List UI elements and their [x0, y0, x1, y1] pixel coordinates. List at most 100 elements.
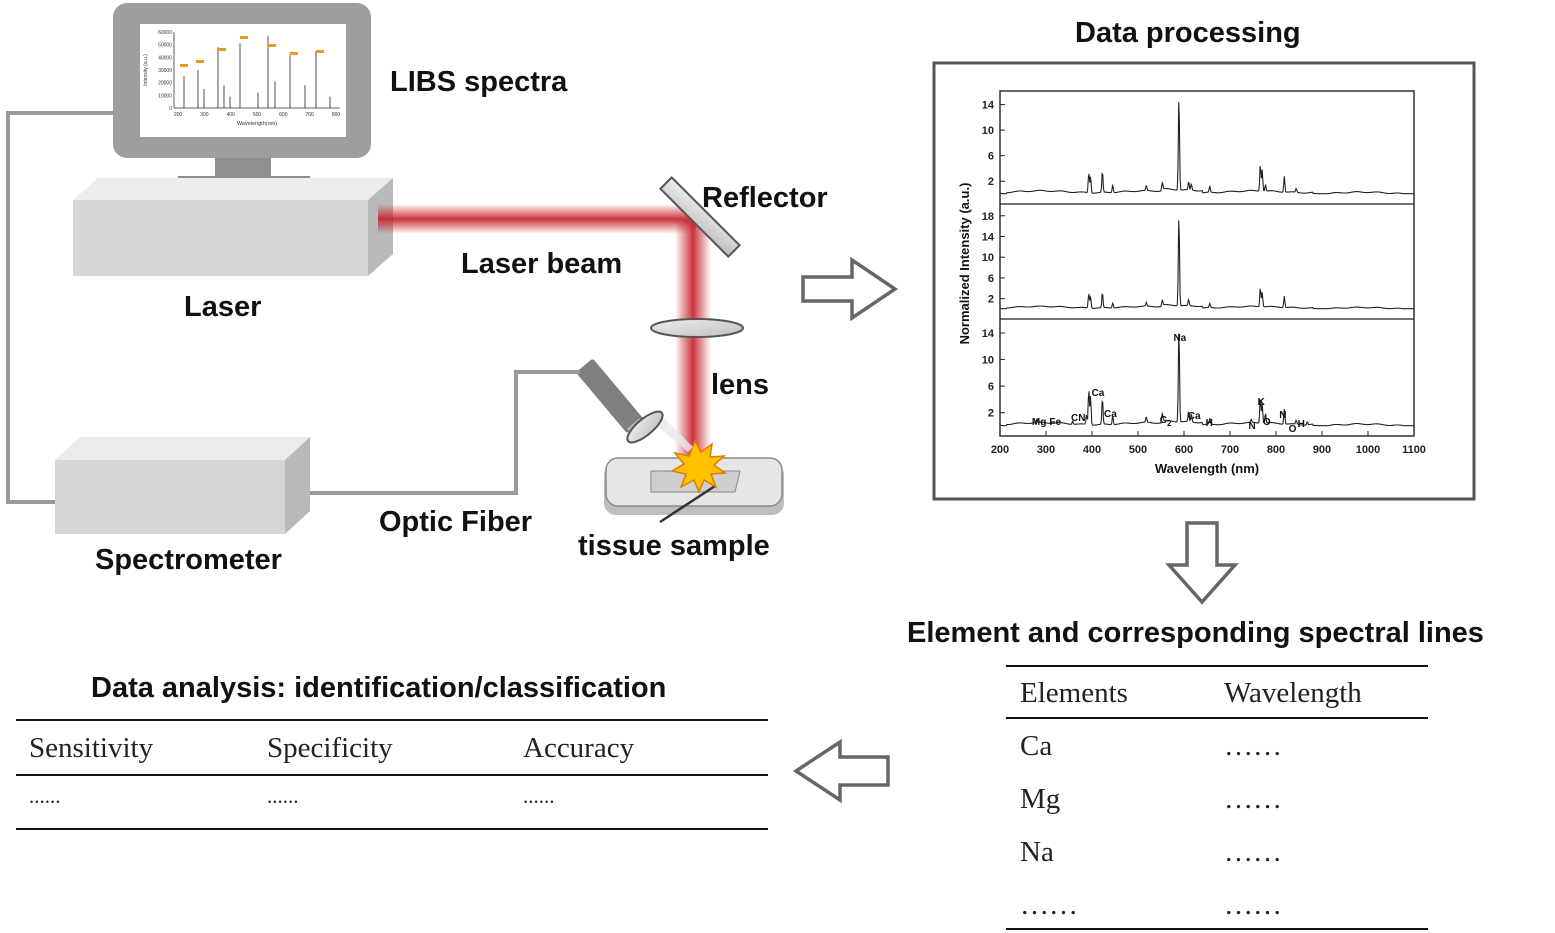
x-tick-label: 600	[1175, 444, 1193, 456]
plot-frame	[999, 90, 1415, 437]
y-tick-label: 18	[982, 211, 994, 223]
mini-peak-tag	[240, 36, 248, 39]
peak-annotation: H	[1298, 419, 1305, 430]
mini-x-tick-label: 200	[174, 112, 183, 118]
col-header-wavelength: Wavelength	[1224, 677, 1362, 709]
y-tick-label: 2	[988, 294, 994, 306]
analysis-top-rule	[16, 719, 768, 721]
laser-device	[73, 178, 393, 276]
peak-annotation: O	[1263, 417, 1271, 428]
mini-peak-tag	[268, 44, 276, 47]
table-cell: Ca	[1020, 730, 1053, 762]
tissue-sample-label: tissue sample	[578, 530, 770, 562]
mini-x-tick-label: 600	[279, 112, 288, 118]
mini-x-tick-label: 700	[305, 112, 314, 118]
mini-peak-tag	[218, 48, 226, 51]
x-tick-label: 200	[991, 444, 1009, 456]
cable-monitor-spectrometer	[6, 111, 115, 504]
x-tick-label: 300	[1037, 444, 1055, 456]
mini-y-label: Intensity (a.u.)	[143, 54, 149, 86]
table-cell: ……	[1224, 889, 1282, 921]
table-bottom-rule	[1006, 928, 1428, 930]
y-tick-label: 14	[982, 328, 995, 340]
peak-annotation: C2	[1160, 415, 1172, 428]
spectrum-line	[1000, 102, 1414, 195]
collection-probe	[577, 359, 693, 452]
table-header-rule	[1006, 717, 1428, 719]
mini-x-tick-label: 400	[226, 112, 235, 118]
mini-peak-tag	[290, 52, 298, 55]
y-tick-label: 10	[982, 125, 994, 137]
x-tick-label: 1100	[1402, 444, 1426, 456]
y-tick-label: 10	[982, 252, 994, 264]
optic-fiber-cable	[305, 370, 580, 495]
x-tick-label: 900	[1313, 444, 1331, 456]
analysis-cell: ......	[523, 784, 555, 808]
data-processing-frame	[932, 61, 1476, 501]
mini-y-tick-label: 40000	[158, 55, 172, 61]
mini-peak-tag	[316, 50, 324, 53]
table-cell: ……	[1224, 836, 1282, 868]
mini-x-label: Wavelength(nm)	[237, 121, 277, 127]
analysis-bottom-rule	[16, 828, 768, 830]
peak-annotation: N	[1248, 421, 1255, 432]
analysis-header-rule	[16, 774, 768, 776]
laser-label: Laser	[184, 291, 262, 323]
col-header-elements: Elements	[1020, 677, 1128, 709]
peak-annotation: Ca	[1188, 411, 1201, 422]
analysis-cell: ......	[267, 784, 299, 808]
peak-annotation: H	[1206, 418, 1213, 429]
arrow-left	[792, 738, 890, 804]
peak-annotation: Mg	[1032, 417, 1046, 428]
mini-y-tick-label: 0	[169, 106, 172, 112]
laser-beam-label: Laser beam	[461, 248, 623, 280]
data-processing-title: Data processing	[1075, 17, 1301, 49]
table-cell: Mg	[1020, 783, 1061, 815]
x-tick-label: 700	[1221, 444, 1239, 456]
arrow-right	[801, 256, 899, 322]
mini-x-tick-label: 800	[332, 112, 341, 118]
x-axis-label: Wavelength (nm)	[1155, 461, 1259, 476]
y-axis-label: Normalized Intensity (a.u.)	[957, 183, 972, 345]
mini-x-tick-label: 300	[200, 112, 209, 118]
x-tick-label: 500	[1129, 444, 1147, 456]
col-header-specificity: Specificity	[267, 732, 393, 764]
col-header-accuracy: Accuracy	[523, 732, 635, 764]
y-tick-label: 14	[982, 231, 995, 243]
y-tick-label: 2	[988, 176, 994, 188]
spectrometer-label: Spectrometer	[95, 544, 282, 576]
y-tick-label: 6	[988, 381, 994, 393]
peak-annotation: Fe	[1049, 417, 1061, 428]
focusing-lens	[650, 318, 744, 338]
laser-beam-vertical	[675, 220, 711, 460]
plasma-spark	[669, 439, 728, 494]
spectral-lines-title: Element and corresponding spectral lines	[907, 617, 1484, 649]
y-tick-label: 6	[988, 151, 994, 163]
table-cell: Na	[1020, 836, 1054, 868]
analysis-cell: ......	[29, 784, 61, 808]
peak-annotation: O	[1289, 424, 1297, 435]
mini-peak-tag	[196, 60, 204, 63]
reflector-mirror	[658, 175, 742, 259]
peak-annotation: N	[1279, 410, 1286, 421]
spectrometer-device	[55, 437, 310, 534]
peak-annotation: Na	[1173, 333, 1186, 344]
mini-y-tick-label: 30000	[158, 68, 172, 74]
table-cell: ……	[1020, 889, 1078, 921]
col-header-sensitivity: Sensitivity	[29, 732, 154, 764]
mini-y-tick-label: 60000	[158, 30, 172, 36]
y-tick-label: 10	[982, 355, 994, 367]
optic-fiber-label: Optic Fiber	[379, 506, 533, 538]
x-tick-label: 400	[1083, 444, 1101, 456]
y-tick-label: 2	[988, 408, 994, 420]
table-top-rule	[1006, 665, 1428, 667]
mini-y-tick-label: 10000	[158, 93, 172, 99]
y-tick-label: 14	[982, 100, 995, 112]
mini-peak-tag	[180, 64, 188, 67]
sample-holder	[604, 457, 784, 524]
peak-annotation: Ca	[1104, 409, 1117, 420]
spectrum-line	[1000, 220, 1414, 310]
table-cell: ……	[1224, 730, 1282, 762]
